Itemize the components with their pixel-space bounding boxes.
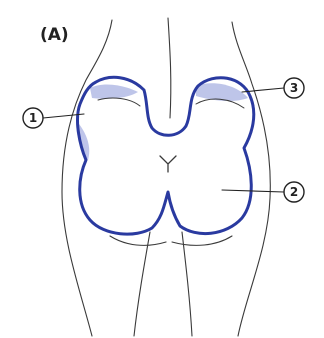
callout-1-label: 1 [29, 111, 37, 125]
left-inner-arc [98, 98, 140, 106]
panel-label: (A) [40, 25, 69, 45]
body-contours [62, 18, 270, 336]
callout-1: 1 [23, 108, 43, 128]
callout-3: 3 [284, 78, 304, 98]
left-gluteal-fold-line [110, 236, 166, 245]
callout-3-label: 3 [290, 81, 298, 95]
right-upper-shading [196, 83, 248, 101]
midline-cleft [160, 156, 176, 172]
leader-line-2 [222, 190, 284, 192]
shaded-regions [76, 83, 248, 160]
spine-line [168, 18, 171, 118]
right-gluteal-fold-line [172, 236, 232, 245]
callout-2-label: 2 [290, 185, 298, 199]
callout-2: 2 [284, 182, 304, 202]
left-thigh-contour [134, 232, 150, 336]
left-upper-shading [90, 85, 138, 99]
left-waist-contour [62, 20, 112, 336]
right-thigh-contour [182, 232, 192, 336]
